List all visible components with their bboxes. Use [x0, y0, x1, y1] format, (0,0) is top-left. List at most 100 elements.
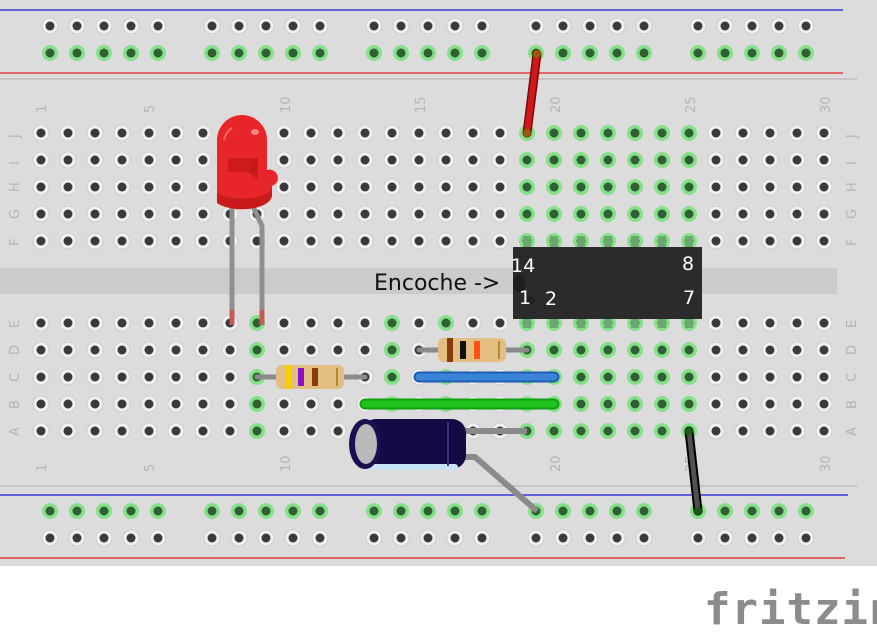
rail-hole[interactable]	[770, 17, 788, 35]
resistor-1[interactable]	[254, 365, 368, 389]
breadboard-hole[interactable]	[573, 369, 589, 385]
rail-hole[interactable]	[744, 45, 760, 61]
breadboard-hole[interactable]	[275, 422, 293, 440]
breadboard-hole[interactable]	[32, 205, 50, 223]
rail-hole[interactable]	[311, 529, 329, 547]
breadboard-hole[interactable]	[707, 314, 725, 332]
rail-hole[interactable]	[230, 17, 248, 35]
breadboard-hole[interactable]	[249, 342, 265, 358]
rail-hole[interactable]	[204, 45, 220, 61]
rail-hole[interactable]	[231, 503, 247, 519]
breadboard-hole[interactable]	[194, 232, 212, 250]
breadboard-hole[interactable]	[573, 125, 589, 141]
breadboard-hole[interactable]	[788, 178, 806, 196]
breadboard-hole[interactable]	[329, 124, 347, 142]
breadboard-hole[interactable]	[113, 205, 131, 223]
breadboard-hole[interactable]	[600, 125, 616, 141]
breadboard-hole[interactable]	[734, 314, 752, 332]
rail-hole[interactable]	[365, 17, 383, 35]
rail-hole[interactable]	[635, 17, 653, 35]
rail-hole[interactable]	[123, 45, 139, 61]
breadboard-hole[interactable]	[788, 314, 806, 332]
rail-hole[interactable]	[69, 503, 85, 519]
breadboard-hole[interactable]	[761, 422, 779, 440]
rail-hole[interactable]	[446, 17, 464, 35]
resistor-2[interactable]	[416, 338, 530, 362]
breadboard-hole[interactable]	[437, 205, 455, 223]
rail-hole[interactable]	[285, 45, 301, 61]
rail-hole[interactable]	[447, 503, 463, 519]
breadboard-hole[interactable]	[140, 178, 158, 196]
breadboard-hole[interactable]	[356, 341, 374, 359]
breadboard-hole[interactable]	[59, 151, 77, 169]
breadboard-hole[interactable]	[275, 341, 293, 359]
breadboard-hole[interactable]	[600, 206, 616, 222]
breadboard-hole[interactable]	[113, 124, 131, 142]
breadboard-hole[interactable]	[275, 151, 293, 169]
breadboard-hole[interactable]	[600, 396, 616, 412]
breadboard-hole[interactable]	[410, 314, 428, 332]
breadboard-hole[interactable]	[519, 179, 535, 195]
breadboard-hole[interactable]	[815, 341, 833, 359]
breadboard-hole[interactable]	[356, 151, 374, 169]
breadboard-hole[interactable]	[140, 314, 158, 332]
breadboard-hole[interactable]	[761, 368, 779, 386]
rail-hole[interactable]	[204, 503, 220, 519]
breadboard-hole[interactable]	[815, 232, 833, 250]
breadboard-hole[interactable]	[140, 205, 158, 223]
breadboard-hole[interactable]	[654, 125, 670, 141]
breadboard-hole[interactable]	[707, 368, 725, 386]
rail-hole[interactable]	[554, 17, 572, 35]
breadboard-hole[interactable]	[194, 395, 212, 413]
wire-red[interactable]	[522, 49, 542, 138]
breadboard-hole[interactable]	[302, 232, 320, 250]
breadboard-hole[interactable]	[761, 151, 779, 169]
rail-hole[interactable]	[797, 529, 815, 547]
breadboard-hole[interactable]	[383, 232, 401, 250]
breadboard-hole[interactable]	[167, 314, 185, 332]
rail-hole[interactable]	[96, 503, 112, 519]
breadboard-hole[interactable]	[654, 152, 670, 168]
breadboard-hole[interactable]	[302, 341, 320, 359]
breadboard-hole[interactable]	[761, 341, 779, 359]
rail-hole[interactable]	[609, 45, 625, 61]
rail-hole[interactable]	[608, 529, 626, 547]
ic-chip[interactable]: 14 8 1 2 7	[511, 236, 702, 328]
breadboard-hole[interactable]	[329, 232, 347, 250]
breadboard-hole[interactable]	[384, 369, 400, 385]
rail-hole[interactable]	[42, 45, 58, 61]
breadboard-hole[interactable]	[329, 422, 347, 440]
breadboard-hole[interactable]	[356, 232, 374, 250]
breadboard-hole[interactable]	[302, 178, 320, 196]
rail-hole[interactable]	[798, 45, 814, 61]
breadboard-hole[interactable]	[464, 205, 482, 223]
breadboard-hole[interactable]	[707, 205, 725, 223]
breadboard-hole[interactable]	[627, 179, 643, 195]
breadboard-hole[interactable]	[329, 178, 347, 196]
breadboard-hole[interactable]	[167, 124, 185, 142]
breadboard-hole[interactable]	[329, 341, 347, 359]
breadboard-hole[interactable]	[707, 124, 725, 142]
breadboard-hole[interactable]	[32, 124, 50, 142]
breadboard-hole[interactable]	[194, 178, 212, 196]
breadboard-hole[interactable]	[761, 205, 779, 223]
breadboard-hole[interactable]	[734, 178, 752, 196]
breadboard-hole[interactable]	[383, 151, 401, 169]
rail-hole[interactable]	[203, 529, 221, 547]
rail-hole[interactable]	[609, 503, 625, 519]
breadboard-hole[interactable]	[32, 314, 50, 332]
breadboard-hole[interactable]	[194, 205, 212, 223]
breadboard-hole[interactable]	[384, 315, 400, 331]
breadboard-hole[interactable]	[654, 342, 670, 358]
breadboard-hole[interactable]	[654, 396, 670, 412]
breadboard-hole[interactable]	[249, 423, 265, 439]
rail-hole[interactable]	[798, 503, 814, 519]
breadboard-hole[interactable]	[681, 125, 697, 141]
rail-hole[interactable]	[68, 529, 86, 547]
rail-hole[interactable]	[392, 17, 410, 35]
breadboard-hole[interactable]	[32, 422, 50, 440]
rail-hole[interactable]	[555, 45, 571, 61]
breadboard-hole[interactable]	[221, 341, 239, 359]
rail-hole[interactable]	[771, 45, 787, 61]
breadboard-hole[interactable]	[384, 342, 400, 358]
